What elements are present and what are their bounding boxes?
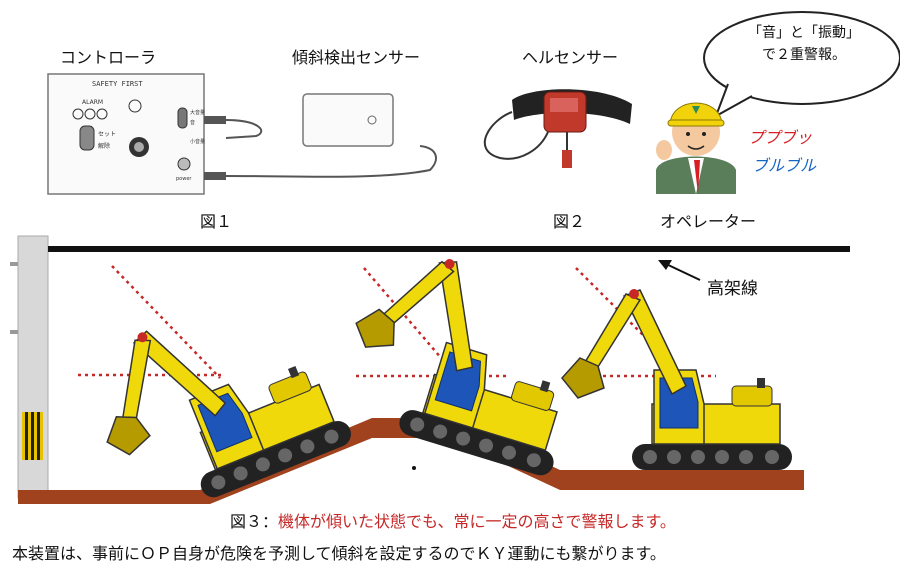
figure-1-label: 図１ (200, 212, 233, 231)
ground-slope (18, 418, 804, 504)
utility-pole (10, 235, 49, 499)
figure-2-label: 図２ (553, 212, 586, 231)
controller-device: SAFETY FIRST ALARM セット 解除 大音量 音 小音量 powe… (47, 73, 437, 195)
controller-mode-small: 小音量 (190, 138, 205, 145)
operator-label: オペレーター (660, 212, 757, 231)
vibrate-sound-text: ブルブル (752, 156, 817, 175)
controller-label: コントローラ (60, 48, 157, 67)
overhead-line-label: 高架線 (707, 279, 758, 299)
overhead-line-arrow (658, 260, 701, 281)
overhead-power-line (48, 246, 850, 252)
controller-alarm-label: ALARM (82, 99, 103, 106)
tilt-sensor-label: 傾斜検出センサー (292, 48, 421, 67)
tilt-sensor-device (302, 93, 394, 147)
speech-bubble (703, 11, 900, 119)
controller-power-label: power (176, 176, 192, 182)
controller-release-label: 解除 (98, 142, 110, 150)
helmet-sensor-device (483, 89, 632, 168)
controller-mode-sound: 音 (190, 119, 195, 126)
excavator-on-flat (561, 288, 793, 471)
speech-bubble-text: 「音」と「振動」 で２重警報。 (716, 22, 892, 66)
controller-mode-large: 大音量 (190, 109, 205, 116)
operator-figure (656, 102, 736, 194)
beep-sound-text: ププブッ (748, 128, 813, 147)
helmet-sensor-label: ヘルセンサー (522, 48, 619, 67)
speech-bubble-line-1: 「音」と「振動」 (748, 25, 860, 41)
footer-note: 本装置は、事前にＯＰ自身が危険を予測して傾斜を設定するのでＫＹ運動にも繋がります… (12, 544, 666, 563)
figure-3-caption: 図３：機体が傾いた状態でも、常に一定の高さで警報します。 (230, 508, 676, 532)
excavator-on-slope-up (73, 272, 356, 529)
caption-text: 機体が傾いた状態でも、常に一定の高さで警報します。 (278, 512, 676, 531)
controller-set-label: セット (98, 131, 116, 138)
caption-prefix: 図３： (230, 512, 279, 531)
speech-bubble-line-2: で２重警報。 (762, 47, 846, 63)
controller-panel-title: SAFETY FIRST (92, 80, 143, 88)
